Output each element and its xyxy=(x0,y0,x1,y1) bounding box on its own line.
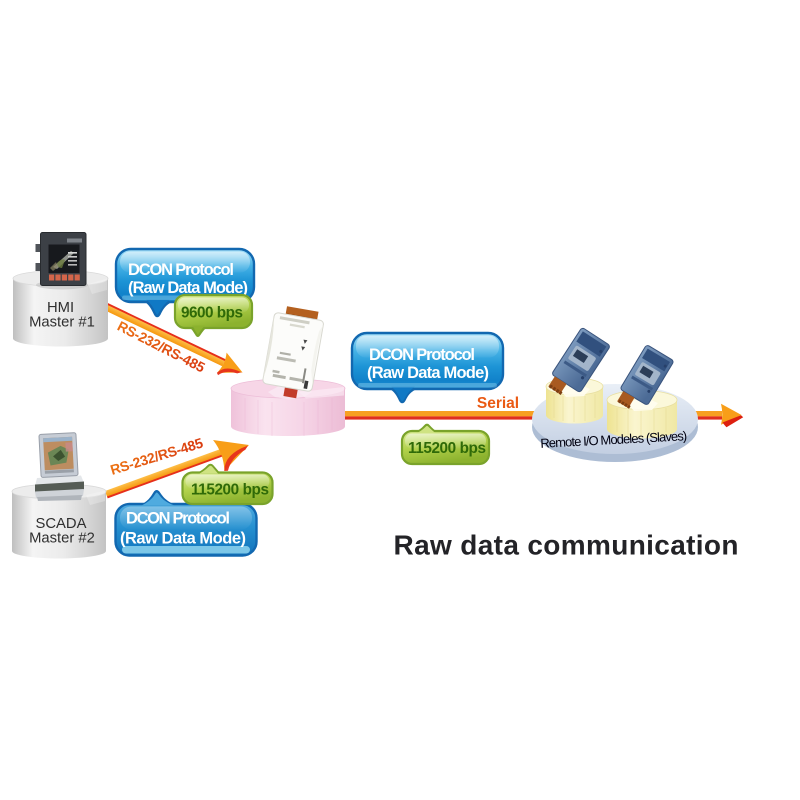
svg-text:(Raw Data Mode): (Raw Data Mode) xyxy=(128,279,248,297)
svg-text:115200 bps: 115200 bps xyxy=(191,482,269,499)
svg-text:(Raw Data Mode): (Raw Data Mode) xyxy=(367,364,489,382)
svg-text:Master #1: Master #1 xyxy=(29,315,95,331)
svg-text:HMI: HMI xyxy=(47,300,74,316)
svg-text:Serial: Serial xyxy=(477,395,519,412)
svg-text:DCON Protocol: DCON Protocol xyxy=(126,510,230,528)
svg-text:DCON Protocol: DCON Protocol xyxy=(369,346,475,364)
svg-text:Raw data communication: Raw data communication xyxy=(394,530,739,561)
svg-text:Master #2: Master #2 xyxy=(29,530,95,546)
svg-text:115200 bps: 115200 bps xyxy=(408,440,486,457)
svg-text:SCADA: SCADA xyxy=(36,516,87,532)
svg-text:(Raw Data Mode): (Raw Data Mode) xyxy=(120,530,246,548)
svg-text:DCON Protocol: DCON Protocol xyxy=(128,261,234,279)
svg-text:9600 bps: 9600 bps xyxy=(181,305,243,322)
svg-text:RS-232/RS-485: RS-232/RS-485 xyxy=(108,434,205,477)
